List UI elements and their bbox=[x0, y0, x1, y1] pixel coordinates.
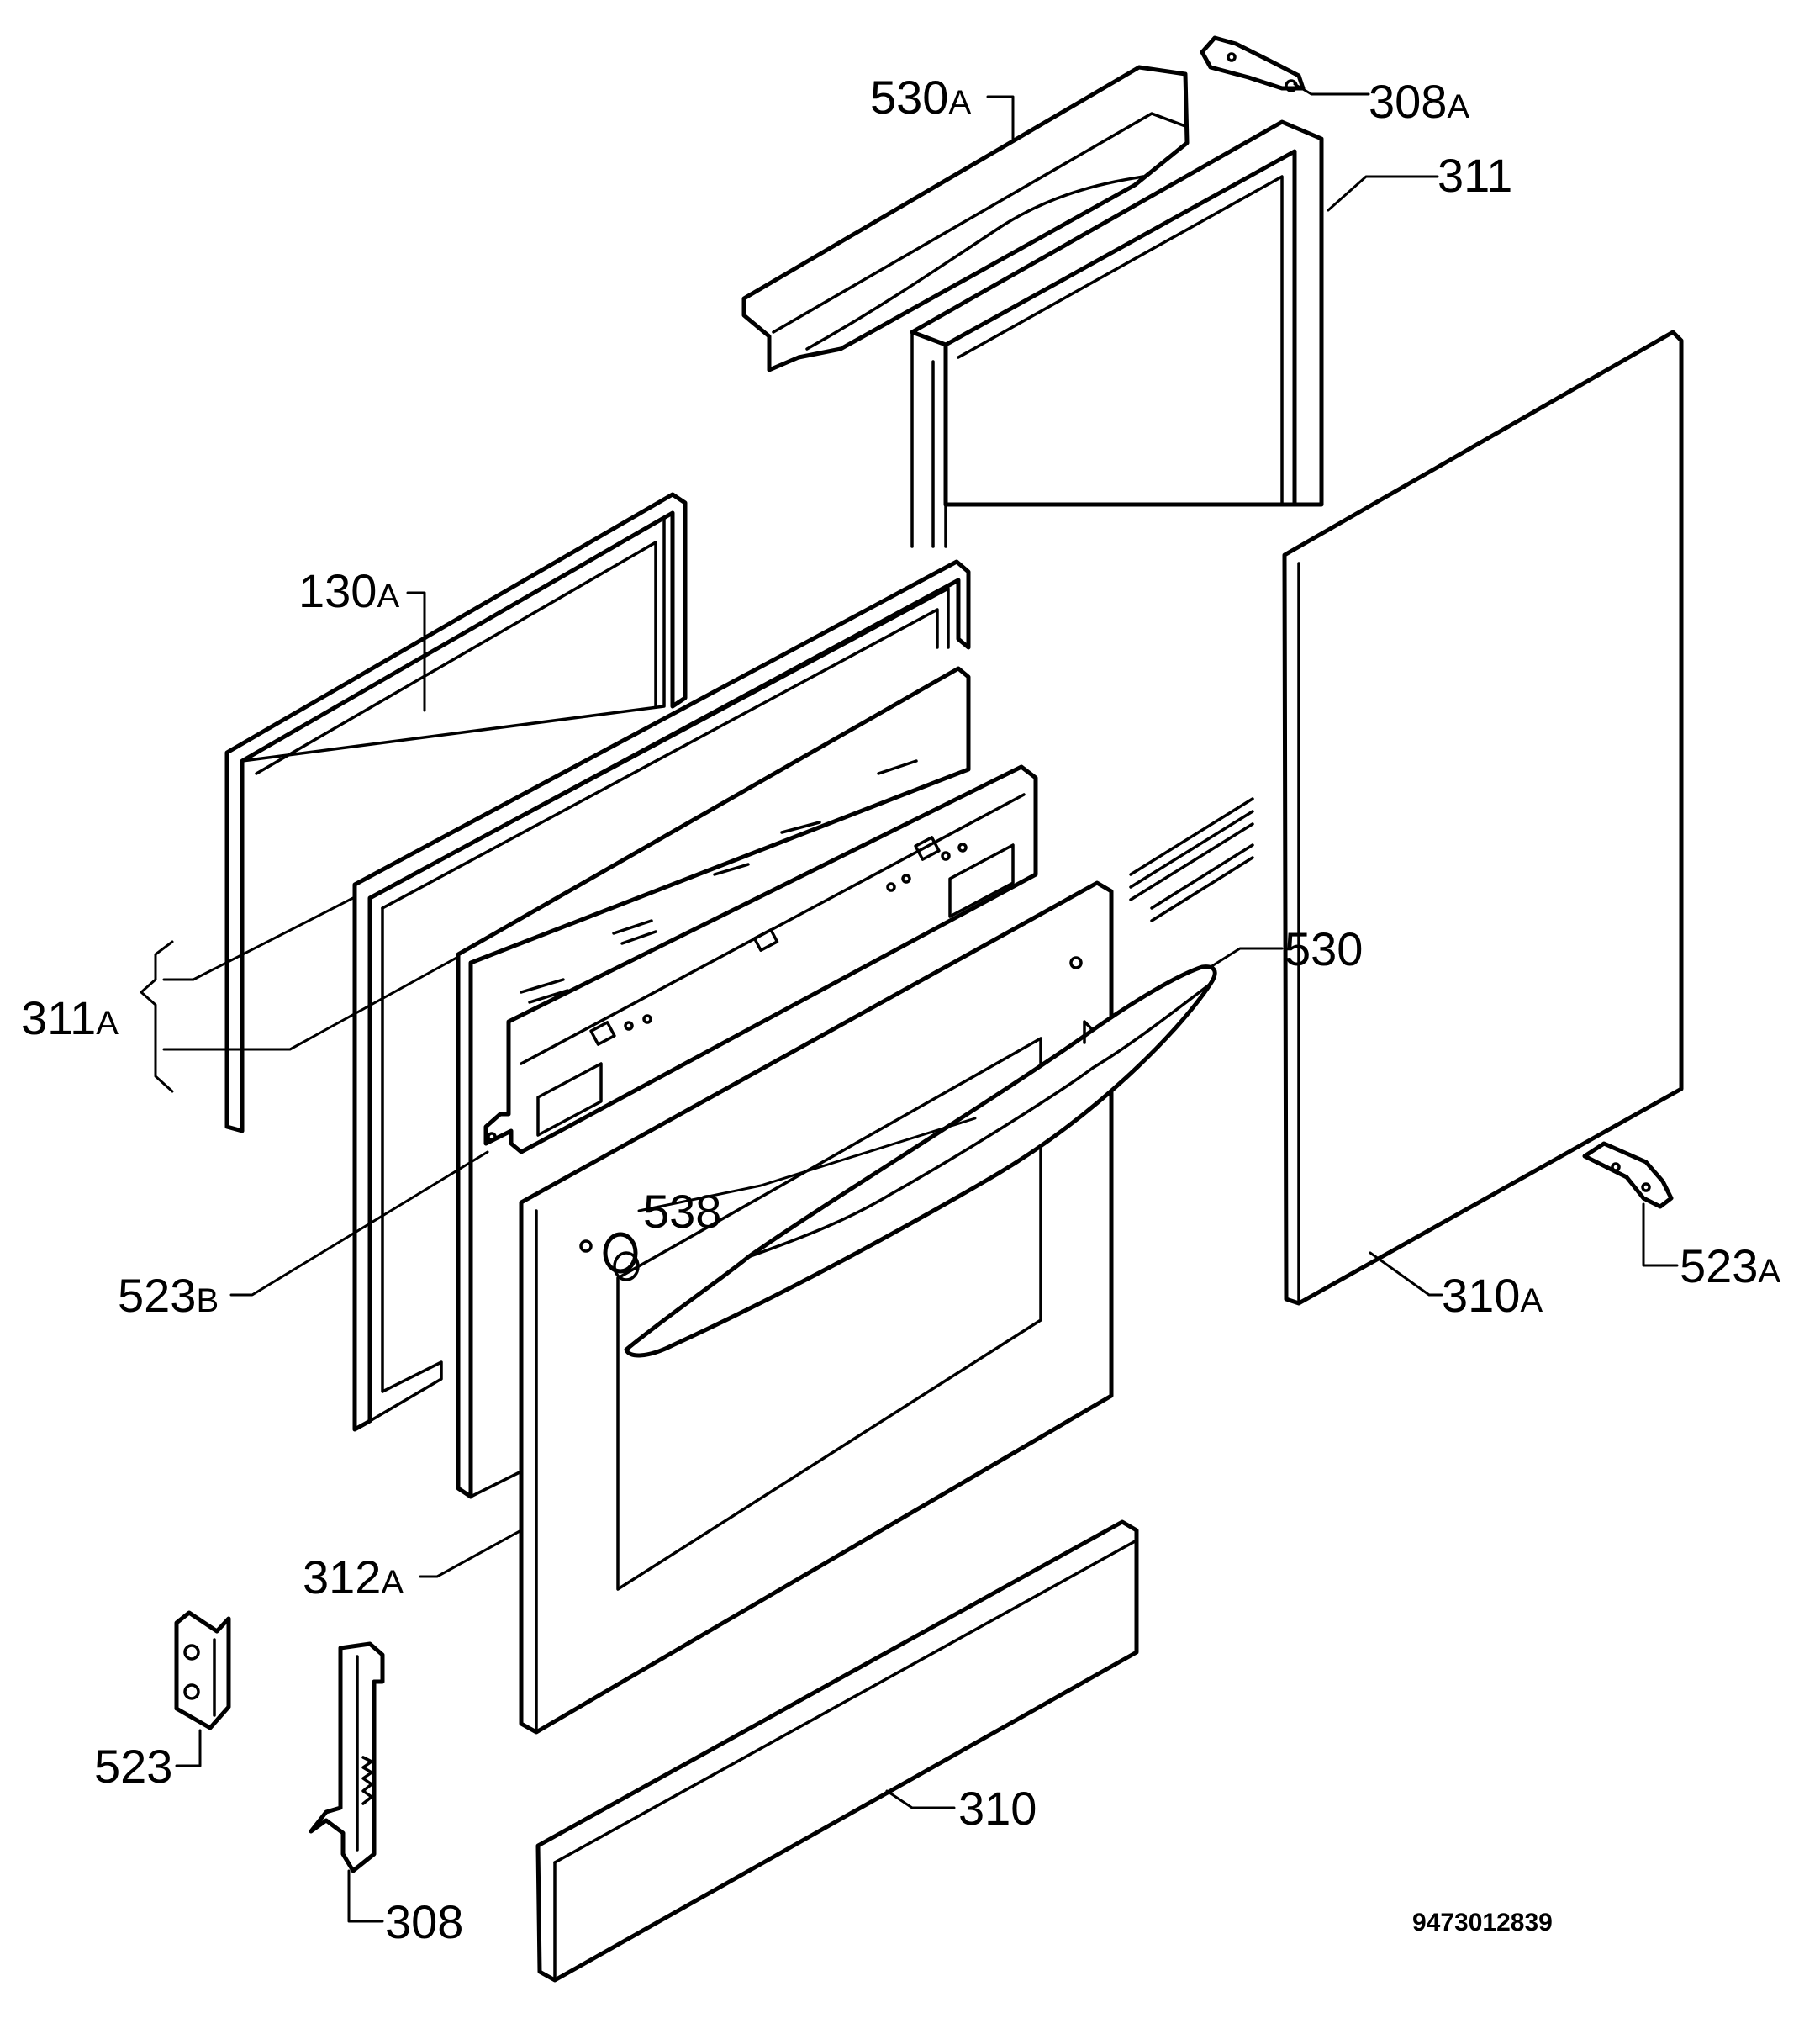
label-130A: 130A bbox=[298, 564, 399, 617]
leader-lines bbox=[140, 82, 1679, 1923]
part-523B-control-bracket bbox=[483, 764, 1038, 1154]
part-130A-door-seal bbox=[224, 492, 688, 1133]
part-side-channel-lines bbox=[1129, 797, 1254, 922]
label-523B: 523B bbox=[118, 1269, 219, 1322]
label-523: 523 bbox=[94, 1740, 172, 1793]
label-312A: 312A bbox=[303, 1550, 404, 1603]
label-530A: 530A bbox=[870, 71, 971, 124]
label-538: 538 bbox=[643, 1185, 721, 1238]
label-308: 308 bbox=[385, 1895, 463, 1948]
part-312A-outer-door-glass bbox=[519, 880, 1114, 1735]
part-308-hinge-rod bbox=[309, 1641, 385, 1873]
label-311: 311 bbox=[1438, 149, 1512, 202]
label-523A: 523A bbox=[1680, 1239, 1780, 1292]
drawing-code: 9473012839 bbox=[1412, 1909, 1553, 1936]
part-310-kick-panel bbox=[535, 1519, 1139, 1983]
part-308A-top-hinge bbox=[1200, 35, 1306, 92]
label-311A: 311A bbox=[21, 991, 119, 1044]
label-310A: 310A bbox=[1442, 1269, 1543, 1322]
part-311-door-frame bbox=[910, 119, 1324, 548]
part-523-latch bbox=[174, 1610, 231, 1730]
label-530: 530 bbox=[1285, 922, 1363, 975]
part-530-door-handle bbox=[624, 964, 1217, 1358]
part-530A-top-trim bbox=[741, 65, 1190, 372]
part-523A-bottom-hinge bbox=[1582, 1141, 1674, 1209]
part-311A-glass-frame bbox=[352, 559, 971, 1432]
part-310A-rear-panel bbox=[1282, 330, 1684, 1306]
label-310: 310 bbox=[958, 1782, 1037, 1835]
label-308A: 308A bbox=[1369, 75, 1469, 128]
part-538-knob bbox=[603, 1232, 640, 1281]
